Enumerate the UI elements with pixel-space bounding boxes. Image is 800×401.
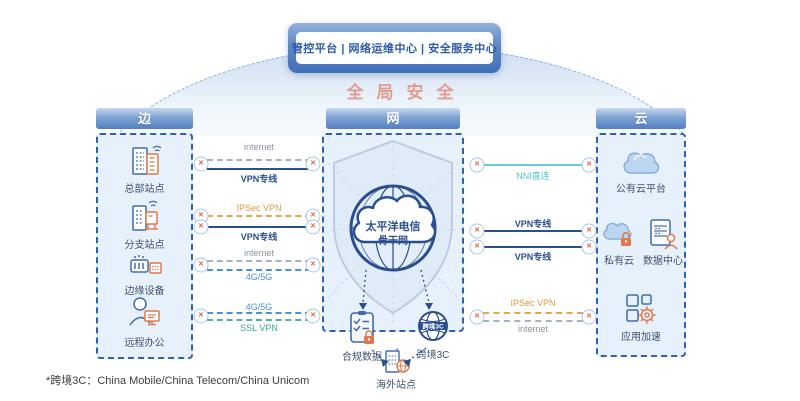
link-line-internet — [207, 260, 311, 262]
link-label: 4G/5G — [245, 302, 273, 312]
router-icon — [305, 156, 321, 172]
link-label: IPSec VPN — [510, 298, 556, 308]
global-security-subtitle: 全局安全 — [346, 83, 467, 102]
router-icon — [581, 157, 597, 173]
cross-border-globe-icon: 跨境3C — [418, 311, 448, 341]
router-icon — [193, 219, 209, 235]
edge-node-device: 边缘设备 — [96, 254, 193, 297]
link-label: internet — [243, 142, 275, 152]
network-node-overseas: 海外站点 — [372, 348, 420, 391]
edge-node-remote: 远程办公 — [96, 294, 193, 349]
link-line-vpn — [207, 226, 311, 228]
link-line-4g5g — [207, 312, 311, 314]
hq-building-icon — [131, 145, 161, 175]
link-label: internet — [243, 248, 275, 258]
public-cloud-icon — [623, 152, 660, 174]
app-acceleration-icon — [626, 294, 656, 324]
edge-node-label: 远程办公 — [124, 338, 165, 349]
link-label: internet — [517, 324, 549, 334]
link-label: VPN专线 — [240, 174, 278, 184]
link-line-ipsec — [207, 215, 311, 217]
router-icon — [305, 257, 321, 273]
overseas-site-icon — [385, 348, 410, 373]
link-label: VPN专线 — [514, 219, 552, 229]
footnote: *跨境3C：China Mobile/China Telecom/China U… — [46, 375, 310, 387]
data-center-icon — [650, 219, 678, 250]
edge-column-header: 边 — [96, 108, 193, 129]
router-icon — [193, 257, 209, 273]
router-icon — [581, 239, 597, 255]
cloud-node-public: 公有云平台 — [596, 150, 686, 195]
edge-node-label: 分支站点 — [124, 240, 165, 251]
link-label: SSL VPN — [240, 323, 278, 333]
cloud-node-label: 公有云平台 — [616, 184, 666, 195]
edge-node-label: 总部站点 — [124, 184, 165, 195]
router-icon — [469, 239, 485, 255]
cloud-node-private: 私有云 — [596, 220, 642, 267]
router-icon — [193, 156, 209, 172]
edge-device-icon — [129, 255, 162, 274]
cloud-node-datacenter: 数据中心 — [640, 218, 686, 267]
link-label: VPN专线 — [240, 232, 278, 242]
top-banner: 管控平台 | 网络运维中心 | 安全服务中心 — [288, 23, 501, 73]
network-node-label: 跨境3C — [416, 350, 450, 361]
cloud-column-header: 云 — [596, 108, 686, 129]
branch-building-icon — [131, 200, 158, 231]
edge-node-label: 边缘设备 — [124, 286, 165, 297]
network-node-crossborder: 跨境3C 跨境3C — [409, 310, 457, 361]
link-line-sslvpn — [207, 319, 311, 321]
link-line-internet — [483, 320, 583, 322]
network-panel — [322, 133, 464, 332]
private-cloud-icon — [603, 222, 632, 246]
link-line-vpn — [483, 230, 583, 232]
crossborder-globe-text: 跨境3C — [422, 321, 444, 330]
cloud-node-acceleration: 应用加速 — [596, 292, 686, 343]
network-node-label: 海外站点 — [376, 380, 416, 391]
link-line-vpn — [207, 168, 311, 170]
link-label: NNI直连 — [516, 171, 550, 181]
cloud-node-label: 数据中心 — [643, 256, 683, 267]
router-icon — [469, 157, 485, 173]
link-label: IPSec VPN — [236, 203, 282, 213]
link-line-vpn — [483, 246, 583, 248]
link-line-ipsec — [483, 312, 583, 314]
link-label: 4G/5G — [245, 272, 273, 282]
router-icon — [469, 309, 485, 325]
banner-title: 管控平台 | 网络运维中心 | 安全服务中心 — [292, 32, 497, 64]
edge-node-branch: 分支站点 — [96, 196, 193, 251]
remote-office-icon — [128, 297, 160, 326]
router-icon — [305, 308, 321, 324]
router-icon — [469, 223, 485, 239]
link-line-nni — [483, 164, 583, 166]
compliance-data-icon — [350, 311, 374, 344]
link-label: VPN专线 — [514, 252, 552, 262]
edge-node-hq: 总部站点 — [96, 140, 193, 195]
link-line-4g5g — [207, 269, 311, 271]
network-node-label: 合规数据 — [342, 352, 382, 363]
cloud-node-label: 私有云 — [604, 256, 634, 267]
router-icon — [193, 308, 209, 324]
router-icon — [581, 223, 597, 239]
router-icon — [305, 219, 321, 235]
cloud-node-label: 应用加速 — [621, 332, 661, 343]
router-icon — [581, 309, 597, 325]
link-line-internet — [207, 159, 311, 161]
network-column-header: 网 — [326, 108, 460, 129]
